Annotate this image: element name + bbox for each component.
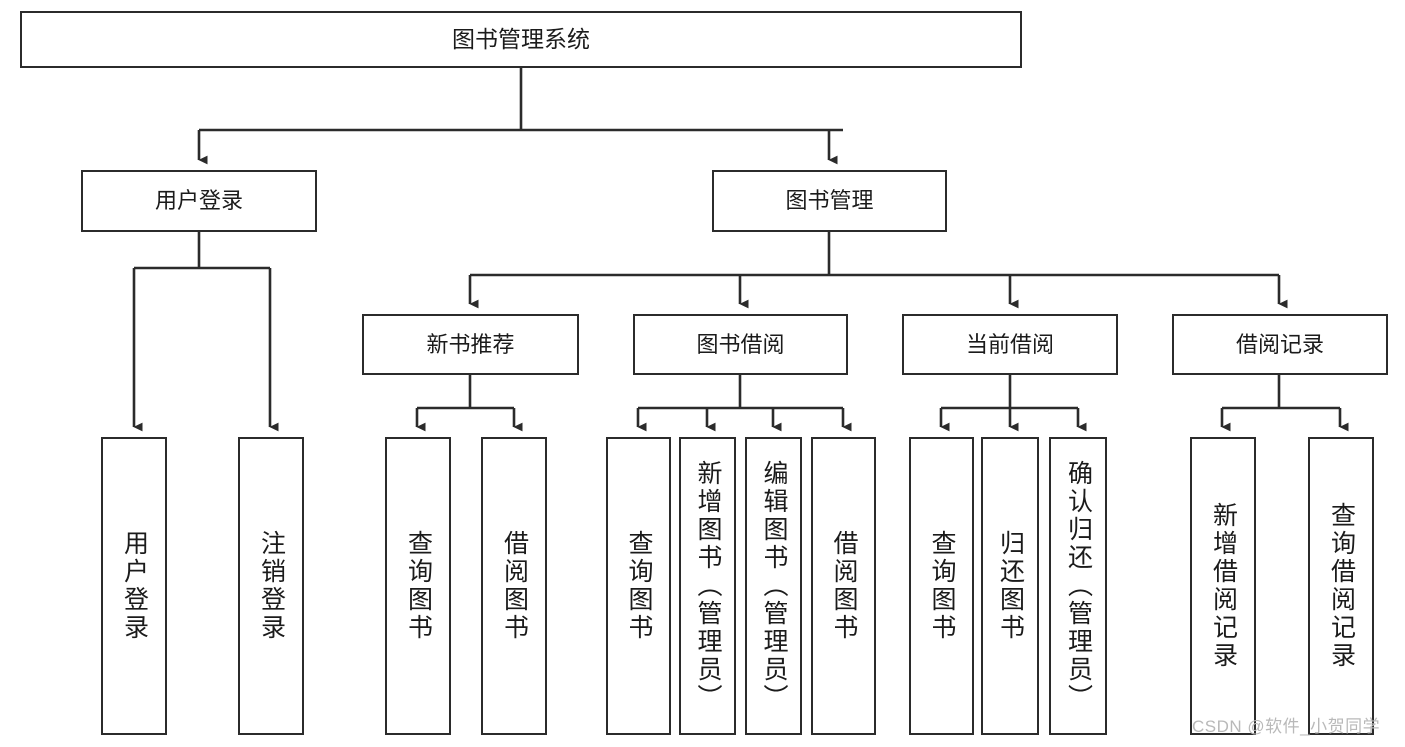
leaf-current-return-book[interactable]: 归还图书 (981, 437, 1039, 735)
leaf-borrow-add-book-admin[interactable]: 新增图书（管理员） (679, 437, 736, 735)
node-borrow-record[interactable]: 借阅记录 (1172, 314, 1388, 375)
leaf-borrow-borrow-book[interactable]: 借阅图书 (811, 437, 876, 735)
node-label: 借阅图书 (830, 530, 858, 642)
node-user-login[interactable]: 用户登录 (81, 170, 317, 232)
node-label: 借阅记录 (1235, 331, 1324, 357)
node-label: 新增图书（管理员） (694, 460, 722, 712)
leaf-record-query-record[interactable]: 查询借阅记录 (1308, 437, 1374, 735)
node-label: 查询借阅记录 (1327, 502, 1356, 670)
node-label: 图书管理系统 (452, 25, 590, 52)
node-label: 新增借阅记录 (1209, 502, 1238, 670)
leaf-recommend-query-book[interactable]: 查询图书 (385, 437, 451, 735)
node-label: 用户登录 (120, 530, 149, 642)
node-label: 图书借阅 (696, 331, 785, 357)
node-book-management[interactable]: 图书管理 (712, 170, 947, 232)
node-label: 归还图书 (996, 530, 1025, 642)
node-label: 注销登录 (257, 530, 286, 642)
node-label: 当前借阅 (965, 331, 1054, 357)
node-label: 编辑图书（管理员） (760, 460, 788, 712)
node-label: 查询图书 (625, 530, 653, 642)
leaf-borrow-query-book[interactable]: 查询图书 (606, 437, 671, 735)
node-label: 确认归还（管理员） (1064, 460, 1093, 712)
leaf-record-add-record[interactable]: 新增借阅记录 (1190, 437, 1256, 735)
node-label: 图书管理 (785, 188, 874, 214)
node-current-borrow[interactable]: 当前借阅 (902, 314, 1118, 375)
node-label: 查询图书 (928, 530, 956, 642)
leaf-user-login-logout[interactable]: 注销登录 (238, 437, 304, 735)
leaf-user-login-login[interactable]: 用户登录 (101, 437, 167, 735)
node-label: 新书推荐 (426, 331, 515, 357)
node-book-borrow[interactable]: 图书借阅 (633, 314, 848, 375)
node-root-system[interactable]: 图书管理系统 (20, 11, 1022, 68)
leaf-recommend-borrow-book[interactable]: 借阅图书 (481, 437, 547, 735)
leaf-current-confirm-return-admin[interactable]: 确认归还（管理员） (1049, 437, 1107, 735)
node-label: 用户登录 (154, 188, 243, 214)
node-new-book-recommend[interactable]: 新书推荐 (362, 314, 579, 375)
node-label: 借阅图书 (500, 530, 529, 642)
leaf-borrow-edit-book-admin[interactable]: 编辑图书（管理员） (745, 437, 802, 735)
node-label: 查询图书 (404, 530, 433, 642)
leaf-current-query-book[interactable]: 查询图书 (909, 437, 974, 735)
